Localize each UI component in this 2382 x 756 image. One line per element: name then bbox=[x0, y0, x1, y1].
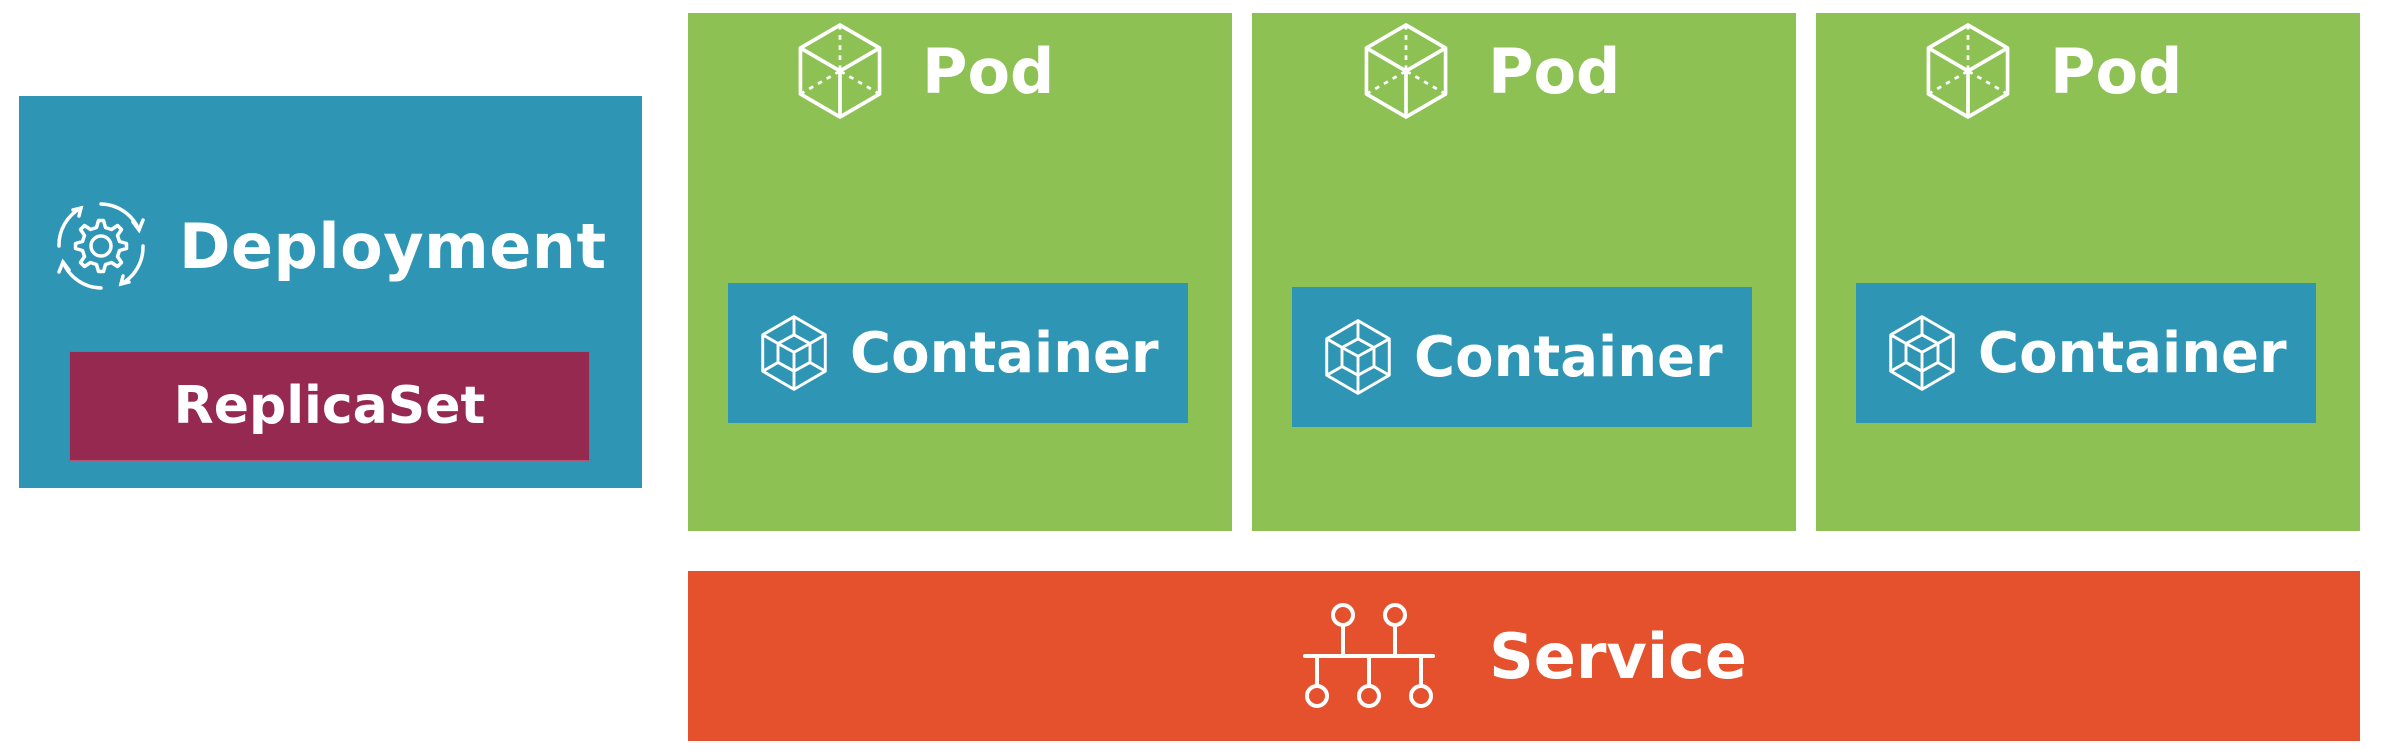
pod-header: Pod bbox=[1360, 19, 1620, 123]
container-box: Container bbox=[1856, 283, 2316, 423]
cube-icon bbox=[794, 19, 886, 123]
deployment-title: Deployment bbox=[179, 209, 607, 283]
deployment-header: Deployment bbox=[51, 196, 607, 296]
container-box: Container bbox=[1292, 287, 1752, 427]
container-cube-icon bbox=[1320, 317, 1396, 397]
pod-header: Pod bbox=[794, 19, 1054, 123]
cube-icon bbox=[1922, 19, 2014, 123]
container-title: Container bbox=[1978, 320, 2287, 386]
pod-header: Pod bbox=[1922, 19, 2182, 123]
cube-icon bbox=[1360, 19, 1452, 123]
container-title: Container bbox=[850, 320, 1159, 386]
pod-box: Pod Container bbox=[1816, 13, 2360, 531]
deployment-box: Deployment ReplicaSet bbox=[19, 96, 642, 488]
gear-cycle-icon bbox=[57, 202, 145, 290]
container-title: Container bbox=[1414, 324, 1723, 390]
pod-box: Pod Container bbox=[688, 13, 1232, 531]
pod-title: Pod bbox=[1488, 34, 1621, 108]
replicaset-box: ReplicaSet bbox=[69, 351, 590, 461]
replicaset-label: ReplicaSet bbox=[173, 376, 486, 436]
service-box: Service bbox=[688, 571, 2360, 741]
pod-box: Pod Container bbox=[1252, 13, 1796, 531]
pod-title: Pod bbox=[2050, 34, 2183, 108]
container-cube-icon bbox=[756, 313, 832, 393]
pod-title: Pod bbox=[922, 34, 1055, 108]
service-title: Service bbox=[1489, 619, 1747, 693]
container-cube-icon bbox=[1884, 313, 1960, 393]
network-icon bbox=[1303, 603, 1436, 708]
container-box: Container bbox=[728, 283, 1188, 423]
